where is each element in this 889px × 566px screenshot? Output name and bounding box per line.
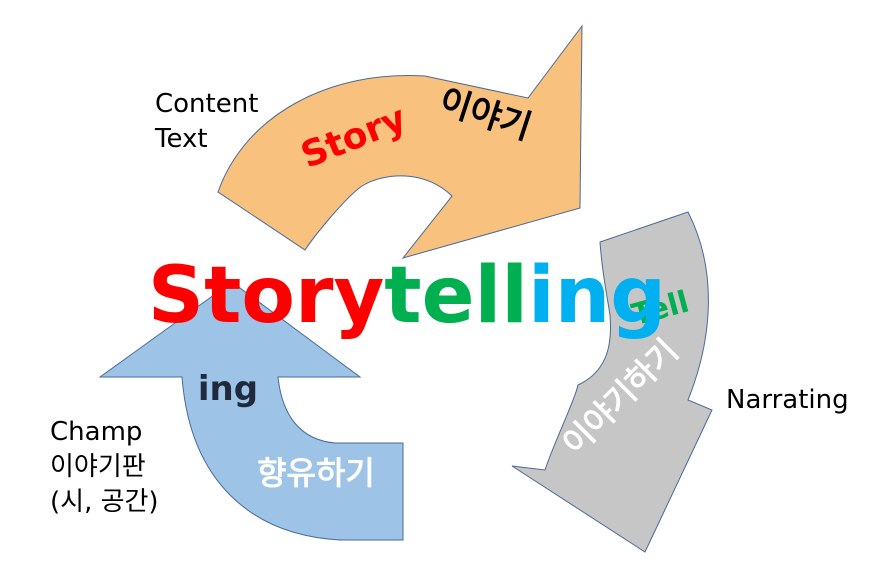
title-part-ing: ing bbox=[528, 251, 666, 341]
ing-arrow-en-label: ing bbox=[198, 369, 258, 409]
content-label-line2: Text bbox=[154, 124, 208, 154]
story-arrow bbox=[217, 24, 583, 259]
content-label-line1: Content bbox=[155, 89, 258, 119]
title-part-tell: tell bbox=[384, 251, 528, 341]
tell-arrow bbox=[511, 211, 713, 553]
title-part-story: Story bbox=[148, 251, 384, 341]
ing-arrow-ko-label: 향유하기 bbox=[257, 454, 375, 492]
champ-label-line1: Champ bbox=[50, 417, 142, 447]
storytelling-title: Storytelling bbox=[148, 251, 666, 341]
ing-arrow bbox=[98, 281, 404, 541]
champ-label-line2: 이야기판 bbox=[50, 452, 146, 482]
champ-label-line3: (시, 공간) bbox=[50, 487, 159, 517]
narrating-label: Narrating bbox=[726, 385, 849, 415]
